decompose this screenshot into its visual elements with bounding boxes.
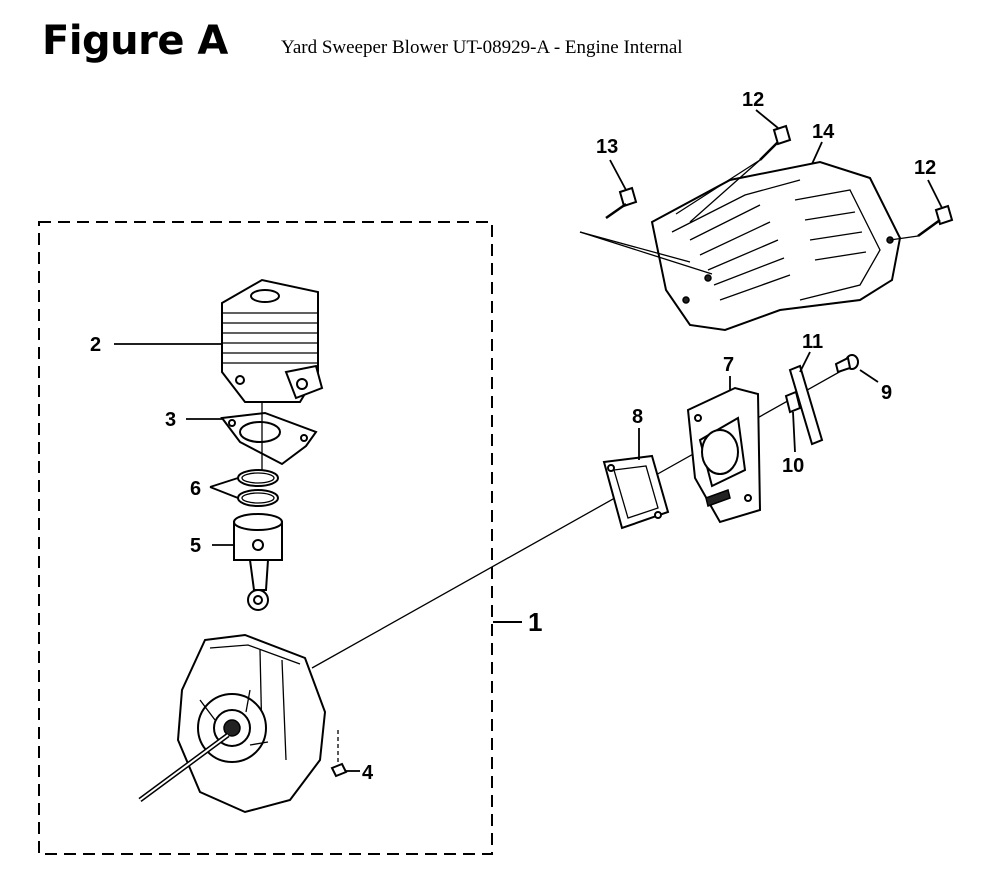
callout-6: 6 [190,478,201,500]
piston-part [233,513,283,611]
assembly-axis-line [311,365,851,669]
callout-leader-9 [859,369,879,383]
callout-5: 5 [190,535,201,557]
figure-title: Figure A [42,18,228,64]
callout-leader-6a [209,477,239,488]
callout-10: 10 [782,455,804,477]
callout-12-top: 12 [742,89,764,111]
screw-12-top-pointer-a [675,159,761,215]
engine-assembly-group-box [38,221,493,855]
callout-9: 9 [881,382,892,404]
clip-part-10 [784,390,802,414]
cylinder-part [221,278,324,403]
cylinder-gasket-part [220,411,318,466]
cylinder-cover-part [650,160,902,332]
callout-leader-14 [811,141,823,165]
bolt-part-9 [834,354,859,374]
callout-11: 11 [802,331,823,353]
muffler-part [686,386,762,524]
screw-13-pointer-a [579,231,691,263]
callout-leader-13 [609,159,627,191]
screw-part-4 [330,730,348,778]
screw-part-12-right [917,204,954,238]
callout-13: 13 [596,136,618,158]
callout-12-right: 12 [914,157,936,179]
bracket-part-11 [788,364,824,446]
diagram-subtitle: Yard Sweeper Blower UT-08929-A - Engine … [281,37,683,58]
callout-7: 7 [723,354,734,376]
screw-13-pointer-b [579,231,713,275]
piston-rings-part [237,469,279,507]
screw-part-12-top [759,124,792,161]
callout-8: 8 [632,406,643,428]
screw-12-right-pointer [889,235,919,241]
callout-4: 4 [362,762,374,784]
screw-12-top-pointer-b [689,159,761,223]
callout-leader-10 [792,411,796,453]
callout-leader-12b [927,179,943,209]
callout-leader-11 [799,351,811,373]
callout-leader-6b [209,486,239,499]
crankcase-part [138,633,327,814]
muffler-gasket-part [602,454,670,530]
callout-3: 3 [165,409,176,431]
callout-1: 1 [528,607,542,637]
callout-leader-12a [755,109,779,129]
callout-14: 14 [812,121,835,143]
callout-2: 2 [90,334,101,356]
screw-part-13 [605,186,638,220]
